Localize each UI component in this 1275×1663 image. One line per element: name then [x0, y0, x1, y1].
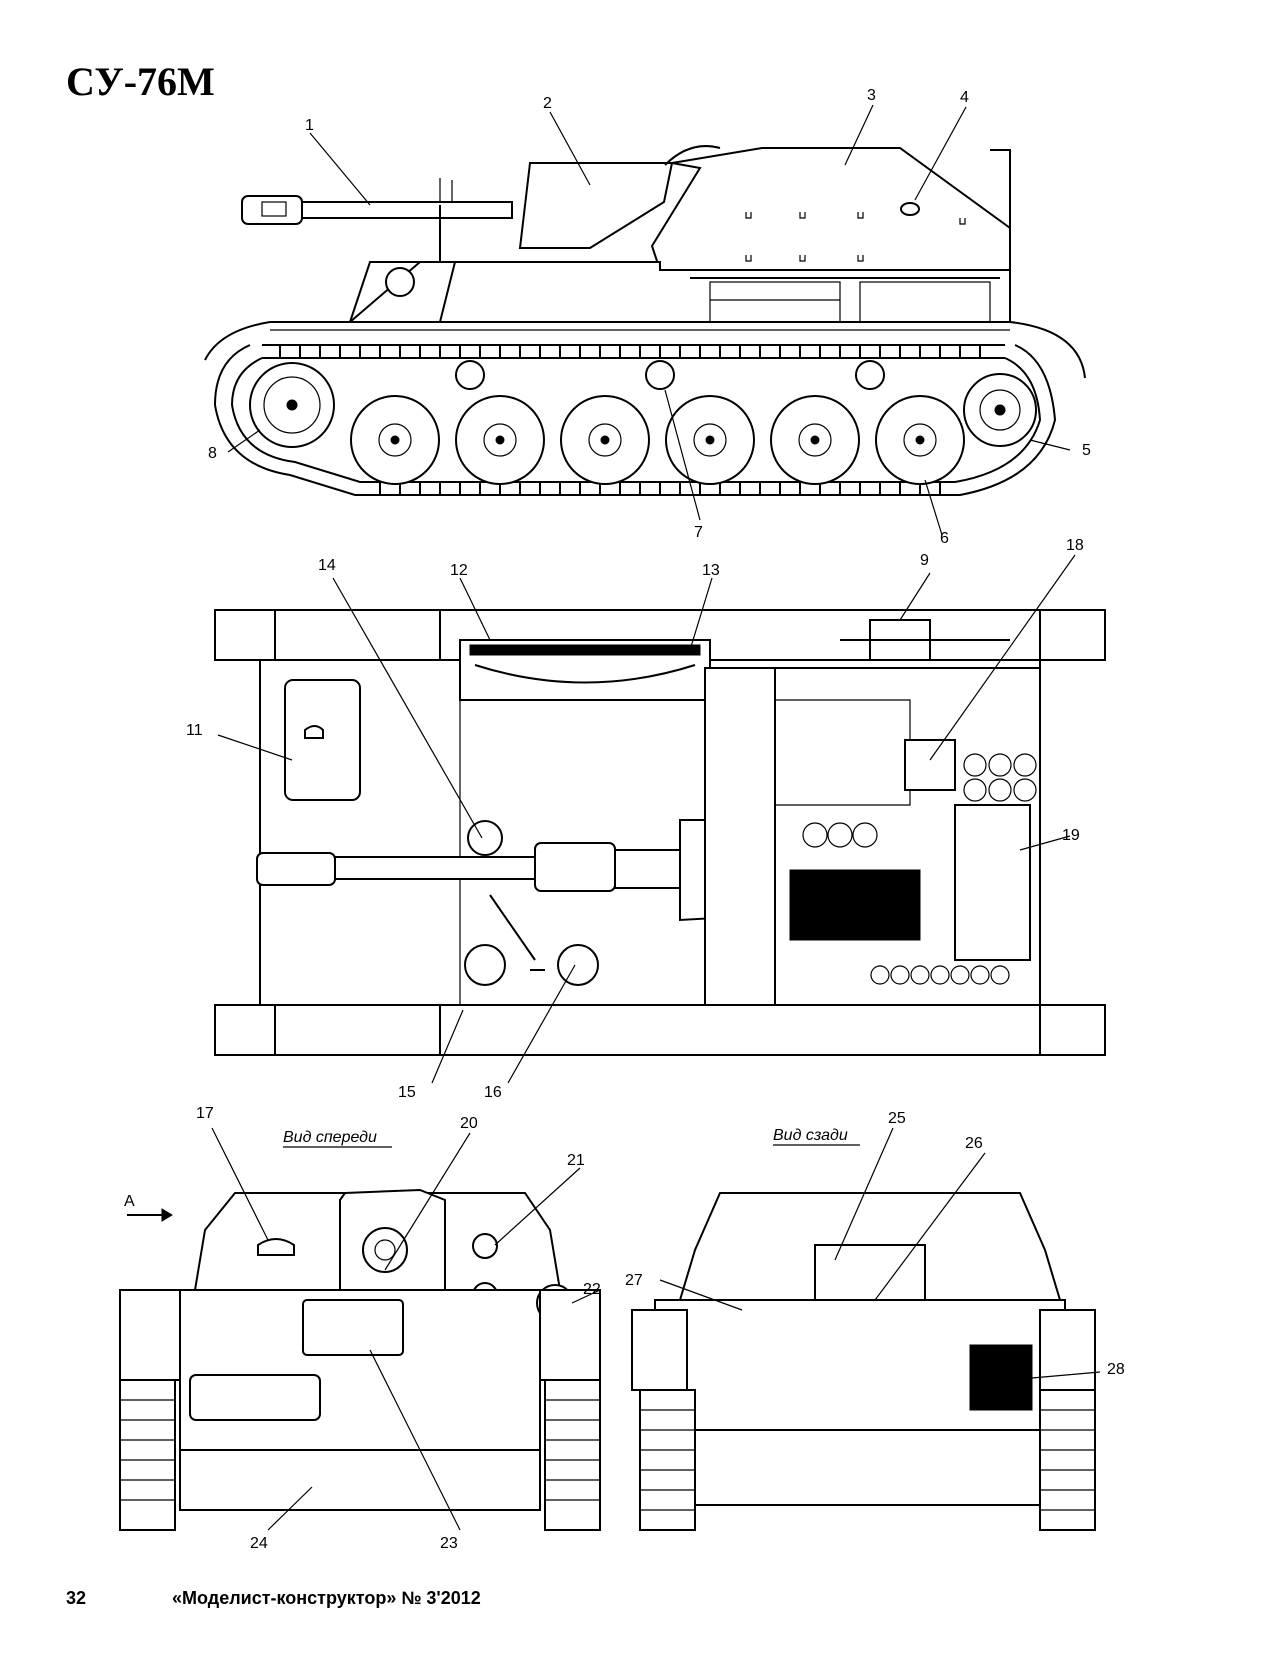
- top-right-fender: [214, 1004, 1106, 1056]
- callouts: 1 2 3 4 5 6 7 8 9 11 12 13 14 15 16 17 1…: [186, 87, 1125, 1552]
- side-return-rollers: [455, 360, 885, 390]
- callout-3: 3: [867, 87, 876, 104]
- side-fighting-compartment: [518, 145, 1011, 271]
- rear-left-track: [631, 1309, 696, 1531]
- front-right-track: [539, 1289, 601, 1531]
- page-number: 32: [66, 1588, 87, 1608]
- callout-12: 12: [450, 562, 468, 579]
- front-gun-mantlet: [362, 1227, 408, 1273]
- side-view: [204, 145, 1086, 496]
- rear-view: [631, 1192, 1096, 1531]
- top-side-box: [954, 804, 1031, 961]
- callout-9: 9: [920, 552, 929, 569]
- callout-27: 27: [625, 1272, 643, 1289]
- callout-13: 13: [702, 562, 720, 579]
- callout-16: 16: [484, 1084, 502, 1101]
- callout-14: 14: [318, 557, 336, 574]
- callout-24: 24: [250, 1535, 268, 1552]
- callout-6: 6: [940, 530, 949, 547]
- magazine-issue: «Моделист-конструктор» № 3'2012: [172, 1588, 481, 1608]
- side-drive-sprocket: [249, 362, 335, 448]
- callout-28: 28: [1107, 1361, 1125, 1378]
- side-superstructure-hooks: [745, 212, 966, 262]
- front-view: [119, 1188, 601, 1531]
- arrow-a-label: А: [124, 1193, 135, 1210]
- front-left-track: [119, 1289, 181, 1531]
- top-view: [214, 609, 1106, 1056]
- callout-11: 11: [186, 722, 203, 739]
- side-track-links: [279, 345, 981, 495]
- rear-right-track: [1039, 1309, 1096, 1531]
- callout-8: 8: [208, 445, 217, 462]
- rear-view-caption: Вид сзади: [773, 1127, 848, 1144]
- callout-25: 25: [888, 1110, 906, 1127]
- callout-19: 19: [1062, 827, 1080, 844]
- callout-7: 7: [694, 524, 703, 541]
- side-track: [213, 344, 1057, 496]
- callout-4: 4: [960, 89, 969, 106]
- front-view-caption: Вид спереди: [283, 1129, 377, 1146]
- page-title: СУ-76М: [66, 59, 215, 104]
- front-periscope-17: [257, 1238, 295, 1256]
- callout-1: 1: [305, 117, 314, 134]
- callout-23: 23: [440, 1535, 458, 1552]
- callout-15: 15: [398, 1084, 416, 1101]
- rear-grille-28: [969, 1344, 1033, 1411]
- callout-17: 17: [196, 1105, 214, 1122]
- front-hatch-23: [302, 1299, 404, 1356]
- side-road-wheels: [350, 395, 965, 485]
- top-ammo-rack: [789, 753, 1037, 985]
- callout-21: 21: [567, 1152, 585, 1169]
- callout-20: 20: [460, 1115, 478, 1132]
- side-hull: [204, 205, 1086, 379]
- side-idler-wheel: [963, 373, 1037, 447]
- callout-18: 18: [1066, 537, 1084, 554]
- callout-2: 2: [543, 95, 552, 112]
- callout-22: 22: [583, 1281, 601, 1298]
- top-driver-hatch: [284, 679, 361, 801]
- callout-5: 5: [1082, 442, 1091, 459]
- top-fuel-cap: [467, 820, 503, 856]
- callout-26: 26: [965, 1135, 983, 1152]
- side-gun-barrel: [241, 178, 513, 225]
